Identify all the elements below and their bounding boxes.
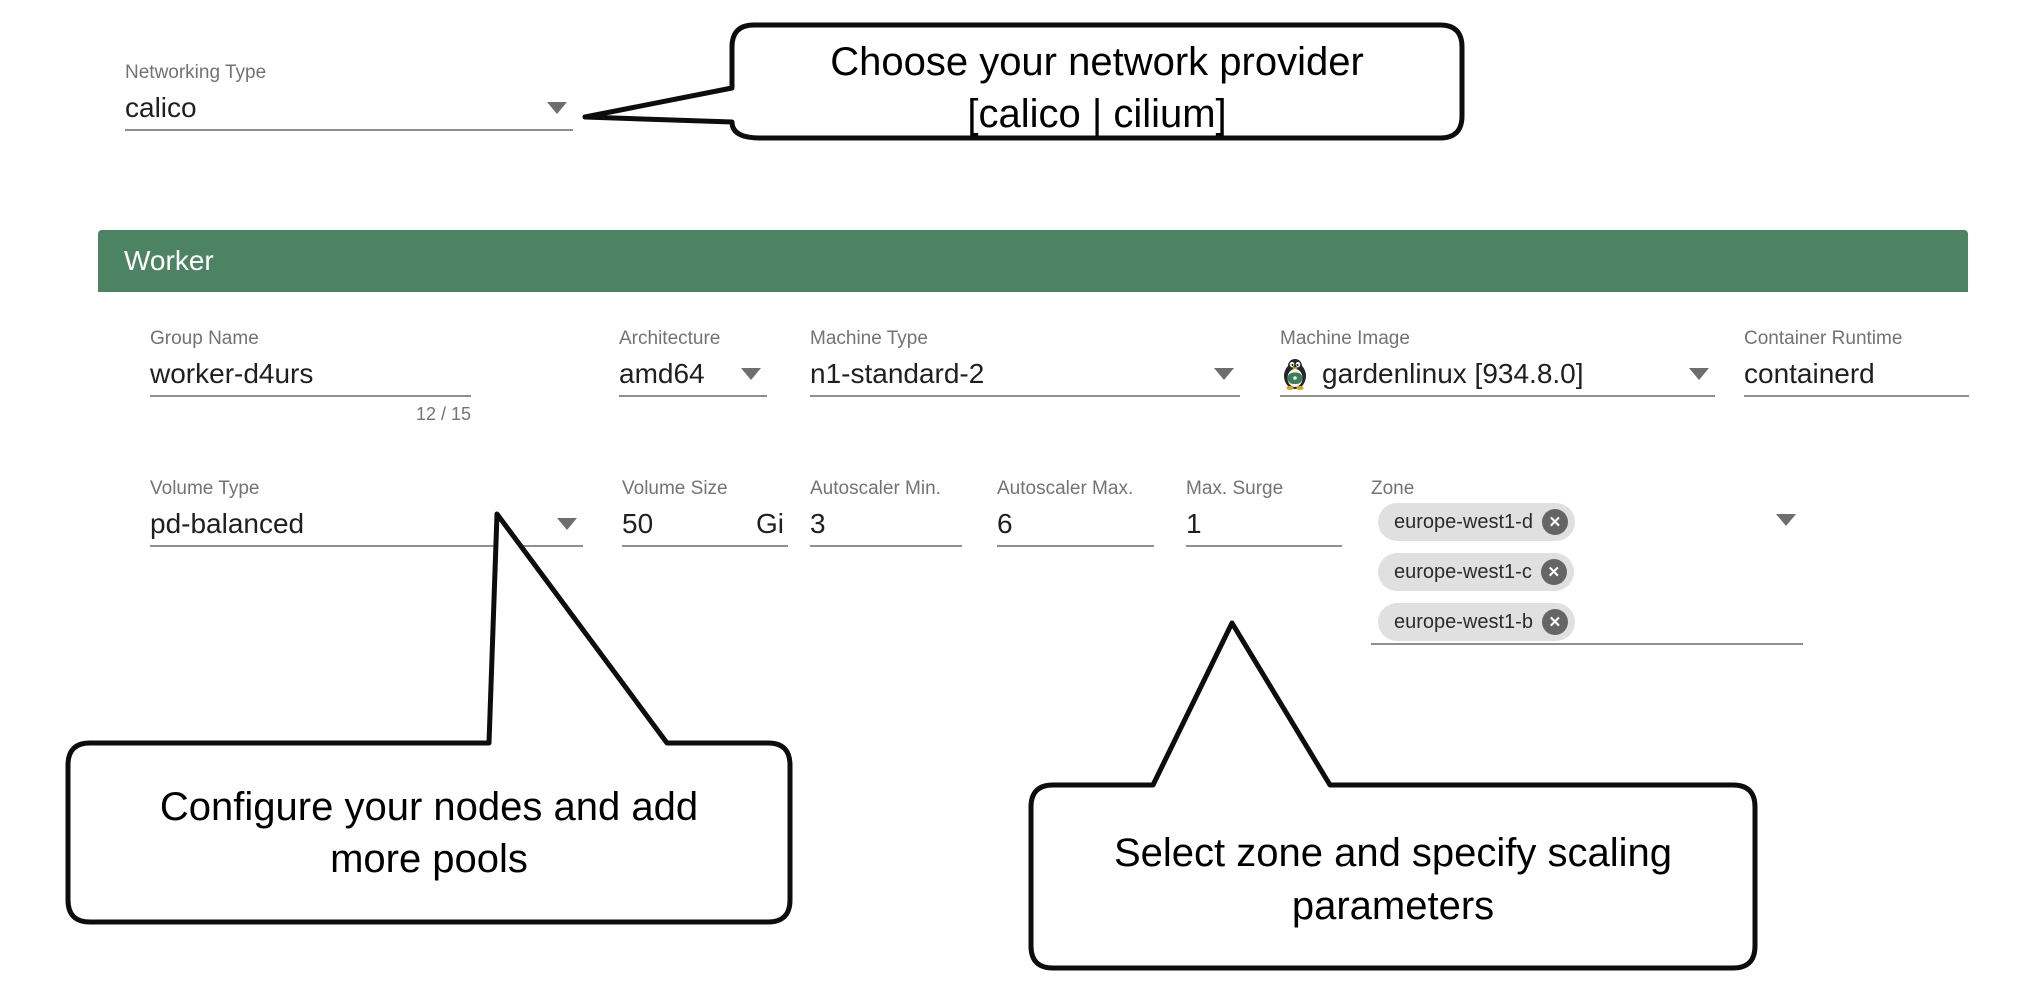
autoscaler-min-label: Autoscaler Min. bbox=[810, 478, 941, 499]
volume-size-field: Volume Size 50 Gi bbox=[622, 476, 788, 547]
volume-size-unit: Gi bbox=[756, 507, 784, 539]
remove-zone-icon[interactable]: ✕ bbox=[1540, 559, 1567, 585]
network-callout-line2: [calico | cilium] bbox=[967, 92, 1227, 136]
machine-image-label: Machine Image bbox=[1280, 328, 1410, 349]
architecture-select[interactable]: amd64 bbox=[619, 352, 767, 397]
chevron-down-icon[interactable] bbox=[1776, 514, 1796, 526]
zone-label: Zone bbox=[1371, 478, 1415, 499]
network-callout-line1: Choose your network provider bbox=[830, 40, 1364, 84]
networking-type-field: Networking Type calico bbox=[125, 60, 573, 131]
max-surge-input[interactable]: 1 bbox=[1186, 502, 1342, 547]
machine-image-field: Machine Image gardenlinux bbox=[1280, 326, 1715, 397]
machine-type-field: Machine Type n1-standard-2 bbox=[810, 326, 1240, 397]
networking-type-label: Networking Type bbox=[125, 62, 267, 83]
max-surge-field: Max. Surge 1 bbox=[1186, 476, 1342, 547]
chevron-down-icon[interactable] bbox=[1689, 367, 1709, 380]
chevron-down-icon[interactable] bbox=[741, 367, 761, 380]
volume-size-input[interactable]: 50 Gi bbox=[622, 502, 788, 547]
zone-chip: europe-west1-c ✕ bbox=[1378, 553, 1574, 591]
zone-callout-text: Select zone and specify scaling paramete… bbox=[1031, 827, 1755, 933]
volume-type-select[interactable]: pd-balanced bbox=[150, 502, 583, 547]
zone-chip-label: europe-west1-c bbox=[1394, 560, 1532, 583]
zone-chip: europe-west1-d ✕ bbox=[1378, 503, 1575, 541]
group-name-input[interactable]: worker-d4urs bbox=[150, 352, 471, 397]
zone-callout-line1: Select zone and specify scaling bbox=[1113, 831, 1673, 875]
machine-type-value: n1-standard-2 bbox=[810, 357, 985, 389]
group-name-char-counter: 12 / 15 bbox=[415, 404, 471, 424]
volume-size-value: 50 bbox=[622, 507, 654, 539]
volume-type-value: pd-balanced bbox=[150, 507, 305, 539]
nodes-callout-text: Configure your nodes and add more pools bbox=[68, 781, 790, 885]
volume-size-label: Volume Size bbox=[622, 478, 728, 499]
nodes-callout-line2: more pools bbox=[330, 837, 528, 881]
architecture-field: Architecture amd64 bbox=[619, 326, 767, 397]
architecture-value: amd64 bbox=[619, 357, 705, 389]
volume-type-field: Volume Type pd-balanced bbox=[150, 476, 583, 547]
zone-chip-label: europe-west1-d bbox=[1394, 510, 1533, 533]
container-runtime-label: Container Runtime bbox=[1744, 328, 1903, 349]
autoscaler-max-value: 6 bbox=[997, 507, 1013, 539]
zone-field[interactable]: Zone europe-west1-d ✕ europe-west1-c ✕ e… bbox=[1371, 476, 1803, 645]
autoscaler-max-label: Autoscaler Max. bbox=[997, 478, 1134, 499]
zone-chip-list: europe-west1-d ✕ europe-west1-c ✕ europe… bbox=[1378, 503, 1575, 653]
nodes-callout-line1: Configure your nodes and add bbox=[159, 785, 699, 829]
zone-callout-line2: parameters bbox=[1291, 884, 1495, 928]
autoscaler-min-value: 3 bbox=[810, 507, 826, 539]
autoscaler-max-field: Autoscaler Max. 6 bbox=[997, 476, 1154, 547]
speech-bubble-shape bbox=[582, 22, 1465, 141]
nodes-callout-bubble bbox=[65, 511, 793, 925]
chevron-down-icon[interactable] bbox=[547, 101, 567, 114]
machine-type-label: Machine Type bbox=[810, 328, 928, 349]
networking-type-select[interactable]: calico bbox=[125, 86, 573, 131]
worker-section-title: Worker bbox=[124, 245, 214, 276]
network-callout-text: Choose your network provider [calico | c… bbox=[732, 36, 1462, 140]
network-callout-bubble bbox=[582, 22, 1465, 141]
chevron-down-icon[interactable] bbox=[557, 517, 577, 530]
speech-bubble-shape bbox=[65, 511, 793, 925]
machine-image-value: gardenlinux [934.8.0] bbox=[1322, 357, 1584, 389]
zone-callout-bubble bbox=[1028, 620, 1758, 971]
remove-zone-icon[interactable]: ✕ bbox=[1541, 509, 1568, 535]
worker-section-header: Worker bbox=[98, 230, 1968, 292]
machine-image-select[interactable]: gardenlinux [934.8.0] bbox=[1280, 352, 1715, 397]
zone-chip-label: europe-west1-b bbox=[1394, 610, 1533, 633]
machine-type-select[interactable]: n1-standard-2 bbox=[810, 352, 1240, 397]
volume-type-label: Volume Type bbox=[150, 478, 260, 499]
autoscaler-min-field: Autoscaler Min. 3 bbox=[810, 476, 962, 547]
architecture-label: Architecture bbox=[619, 328, 721, 349]
chevron-down-icon[interactable] bbox=[1214, 367, 1234, 380]
remove-zone-icon[interactable]: ✕ bbox=[1541, 609, 1568, 635]
container-runtime-field: Container Runtime containerd bbox=[1744, 326, 1969, 397]
speech-bubble-shape bbox=[1028, 620, 1758, 971]
group-name-value: worker-d4urs bbox=[150, 357, 314, 389]
networking-type-value: calico bbox=[125, 91, 197, 123]
max-surge-label: Max. Surge bbox=[1186, 478, 1284, 499]
group-name-field: Group Name worker-d4urs bbox=[150, 326, 471, 397]
gardenlinux-penguin-icon bbox=[1280, 358, 1310, 390]
zone-chip: europe-west1-b ✕ bbox=[1378, 603, 1575, 641]
autoscaler-max-input[interactable]: 6 bbox=[997, 502, 1154, 547]
autoscaler-min-input[interactable]: 3 bbox=[810, 502, 962, 547]
container-runtime-input[interactable]: containerd bbox=[1744, 352, 1969, 397]
max-surge-value: 1 bbox=[1186, 507, 1202, 539]
group-name-label: Group Name bbox=[150, 328, 259, 349]
container-runtime-value: containerd bbox=[1744, 357, 1875, 389]
